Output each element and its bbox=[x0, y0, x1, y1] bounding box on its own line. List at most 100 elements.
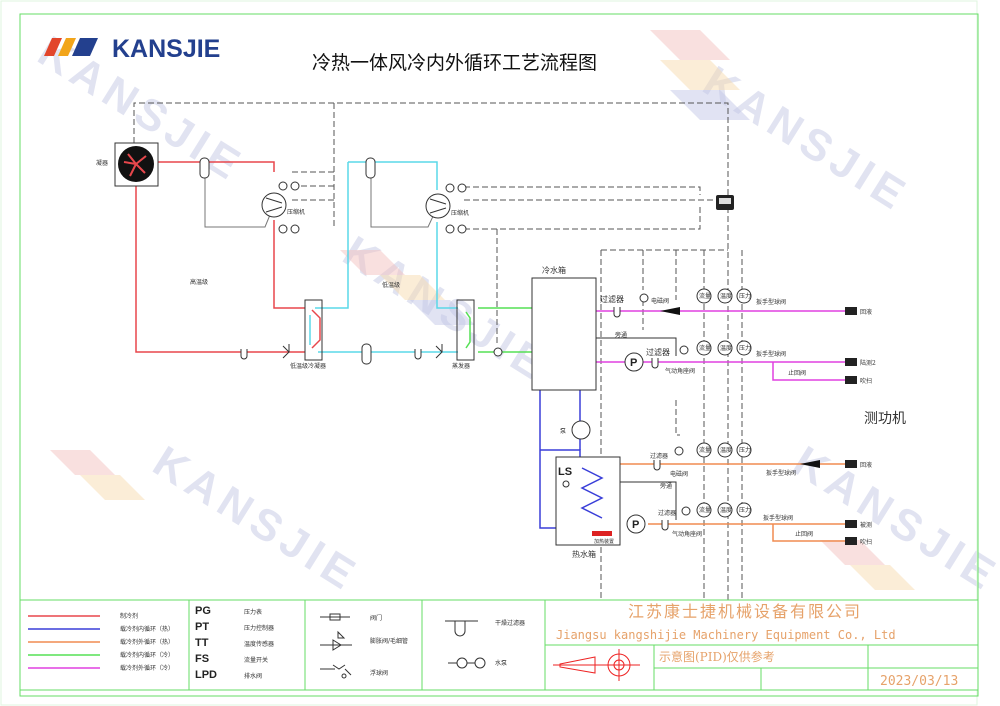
check-valve-label: 止回阀 bbox=[795, 530, 813, 538]
pressure-gauges bbox=[278, 181, 467, 234]
receiver-tank bbox=[199, 157, 210, 179]
logo: KANSJIE bbox=[44, 35, 220, 63]
cold-water-tank bbox=[531, 277, 597, 391]
legend-abbreviation-label: 流量开关 bbox=[244, 656, 268, 664]
level-switch-label: LS bbox=[558, 466, 572, 478]
legend-symbol-float-valve: 浮球阀 bbox=[320, 664, 388, 679]
bypass-lines bbox=[596, 337, 677, 520]
solenoid-icon bbox=[639, 293, 649, 303]
cold-ports: 回液 陆测2 吹扫 bbox=[845, 307, 876, 385]
legend-abbreviation-label: 排水阀 bbox=[244, 672, 262, 680]
drawing-date: 2023/03/13 bbox=[880, 674, 958, 689]
float-icon bbox=[562, 480, 570, 488]
filter-icon bbox=[613, 307, 621, 318]
expansion-valve-icon bbox=[282, 344, 290, 359]
company-name-en: Jiangsu kangshijie Machinery Equipment C… bbox=[556, 628, 896, 642]
pump-icon bbox=[571, 420, 591, 440]
solenoid-icon bbox=[674, 446, 684, 456]
ball-valve-label: 扳手型球阀 bbox=[756, 350, 786, 358]
filter-icon bbox=[651, 358, 659, 369]
check-valve-label: 止回阀 bbox=[788, 369, 806, 377]
filter-label: 过滤器 bbox=[646, 347, 670, 357]
temp-meter-label: 温度 bbox=[720, 344, 732, 352]
watermark: KANSJIE bbox=[145, 437, 368, 602]
flow-meter-label: 流量 bbox=[699, 506, 711, 514]
pump-symbol: P bbox=[632, 519, 639, 531]
projection-symbol-icon bbox=[553, 649, 640, 681]
dry-filter-icon bbox=[240, 349, 248, 360]
receiver-tank bbox=[365, 157, 376, 179]
temp-meter-label: 温度 bbox=[720, 446, 732, 454]
watermark-stripe bbox=[80, 475, 145, 500]
heater-icon bbox=[592, 531, 612, 536]
expansion-valve-icon bbox=[435, 344, 443, 359]
company-name-cn: 江苏康士捷机械设备有限公司 bbox=[628, 602, 862, 621]
hot-instruments: 流量 温度 压力 流量 温度 压力 bbox=[696, 442, 752, 518]
filter-label: 过滤器 bbox=[658, 509, 676, 517]
legend-line-label: 载冷剂外循环（热） bbox=[120, 638, 174, 646]
logo-stripe-red bbox=[44, 38, 62, 56]
cold-tank-label: 冷水箱 bbox=[542, 265, 566, 275]
pump-label: 泵 bbox=[560, 428, 566, 435]
outer-border bbox=[0, 0, 978, 706]
frame-border bbox=[19, 13, 979, 697]
low-stage-lines bbox=[309, 161, 458, 353]
flow-meter-label: 流量 bbox=[699, 292, 711, 300]
watermark-stripe bbox=[380, 275, 445, 300]
high-stage-label: 高温级 bbox=[190, 278, 208, 286]
receiver-tank bbox=[361, 343, 372, 365]
heating-coil bbox=[580, 467, 604, 519]
legend-line-label: 制冷剂 bbox=[120, 612, 138, 620]
legend-abbreviation-code: PT bbox=[195, 621, 209, 633]
legend-line-label: 载冷剂外循环（冷） bbox=[120, 664, 174, 672]
watermark-stripe bbox=[340, 250, 405, 275]
port-label: 回液 bbox=[860, 308, 872, 316]
watermark-stripe bbox=[850, 565, 915, 590]
watermark-stripe bbox=[670, 90, 750, 120]
pressure-meter-label: 压力 bbox=[739, 292, 751, 300]
pneumatic-valve-label: 气动角座阀 bbox=[665, 367, 695, 375]
cold-instruments: 流量 温度 压力 流量 温度 压力 bbox=[696, 288, 752, 356]
compressor-high: 压缩机 bbox=[261, 192, 305, 218]
ball-valve-label: 扳手型球阀 bbox=[766, 469, 796, 477]
bypass-label: 旁通 bbox=[615, 331, 627, 339]
page-title: 冷热一体风冷内外循环工艺流程图 bbox=[312, 52, 597, 74]
dry-filter-icon bbox=[414, 349, 422, 360]
filter-label: 过滤器 bbox=[600, 294, 624, 304]
logo-stripe-blue bbox=[72, 38, 98, 56]
legend-abbreviation-code: TT bbox=[195, 637, 209, 649]
port-label: 吹扫 bbox=[860, 538, 872, 546]
compressor-label: 压缩机 bbox=[451, 209, 469, 217]
title-block: 江苏康士捷机械设备有限公司 Jiangsu kangshijie Machine… bbox=[545, 602, 978, 690]
cascade-condenser bbox=[304, 299, 323, 361]
ball-valve-label: 扳手型球阀 bbox=[763, 514, 793, 522]
port-label: 被测 bbox=[860, 521, 872, 529]
cascade-condenser-label: 低温级冷凝器 bbox=[290, 362, 326, 370]
pressure-meter-label: 压力 bbox=[739, 344, 751, 352]
evaporator bbox=[456, 299, 475, 361]
logo-text: KANSJIE bbox=[112, 35, 220, 63]
legend-symbol-water-pump: 水泵 bbox=[448, 657, 507, 669]
filter-icon bbox=[653, 460, 661, 471]
ball-valve-label: 扳手型球阀 bbox=[756, 298, 786, 306]
condenser-label: 凝器 bbox=[96, 159, 108, 167]
port-label: 陆测2 bbox=[860, 359, 876, 367]
legend-symbol-expansion-valve: 膨胀阀/毛细管 bbox=[320, 630, 408, 651]
legend-abbreviation-label: 压力控制器 bbox=[244, 624, 274, 632]
logo-stripe-orange bbox=[58, 38, 76, 56]
legend-symbol-label: 浮球阀 bbox=[370, 669, 388, 677]
filter-icon bbox=[661, 520, 669, 531]
legend-abbreviation-code: FS bbox=[195, 653, 209, 665]
legend-symbol-label: 水泵 bbox=[495, 659, 507, 667]
watermark-stripe bbox=[50, 450, 115, 475]
flow-meter-label: 流量 bbox=[699, 446, 711, 454]
watermark-stripe bbox=[660, 60, 740, 90]
filter-label: 过滤器 bbox=[650, 452, 668, 460]
suction-lines bbox=[204, 178, 436, 228]
pump-symbol: P bbox=[630, 357, 637, 369]
compressor-label: 压缩机 bbox=[287, 208, 305, 216]
legend-abbreviation-label: 压力表 bbox=[244, 608, 262, 616]
disclaimer-note: 示意图(PID)仅供参考 bbox=[659, 649, 775, 664]
temp-meter-label: 温度 bbox=[720, 506, 732, 514]
